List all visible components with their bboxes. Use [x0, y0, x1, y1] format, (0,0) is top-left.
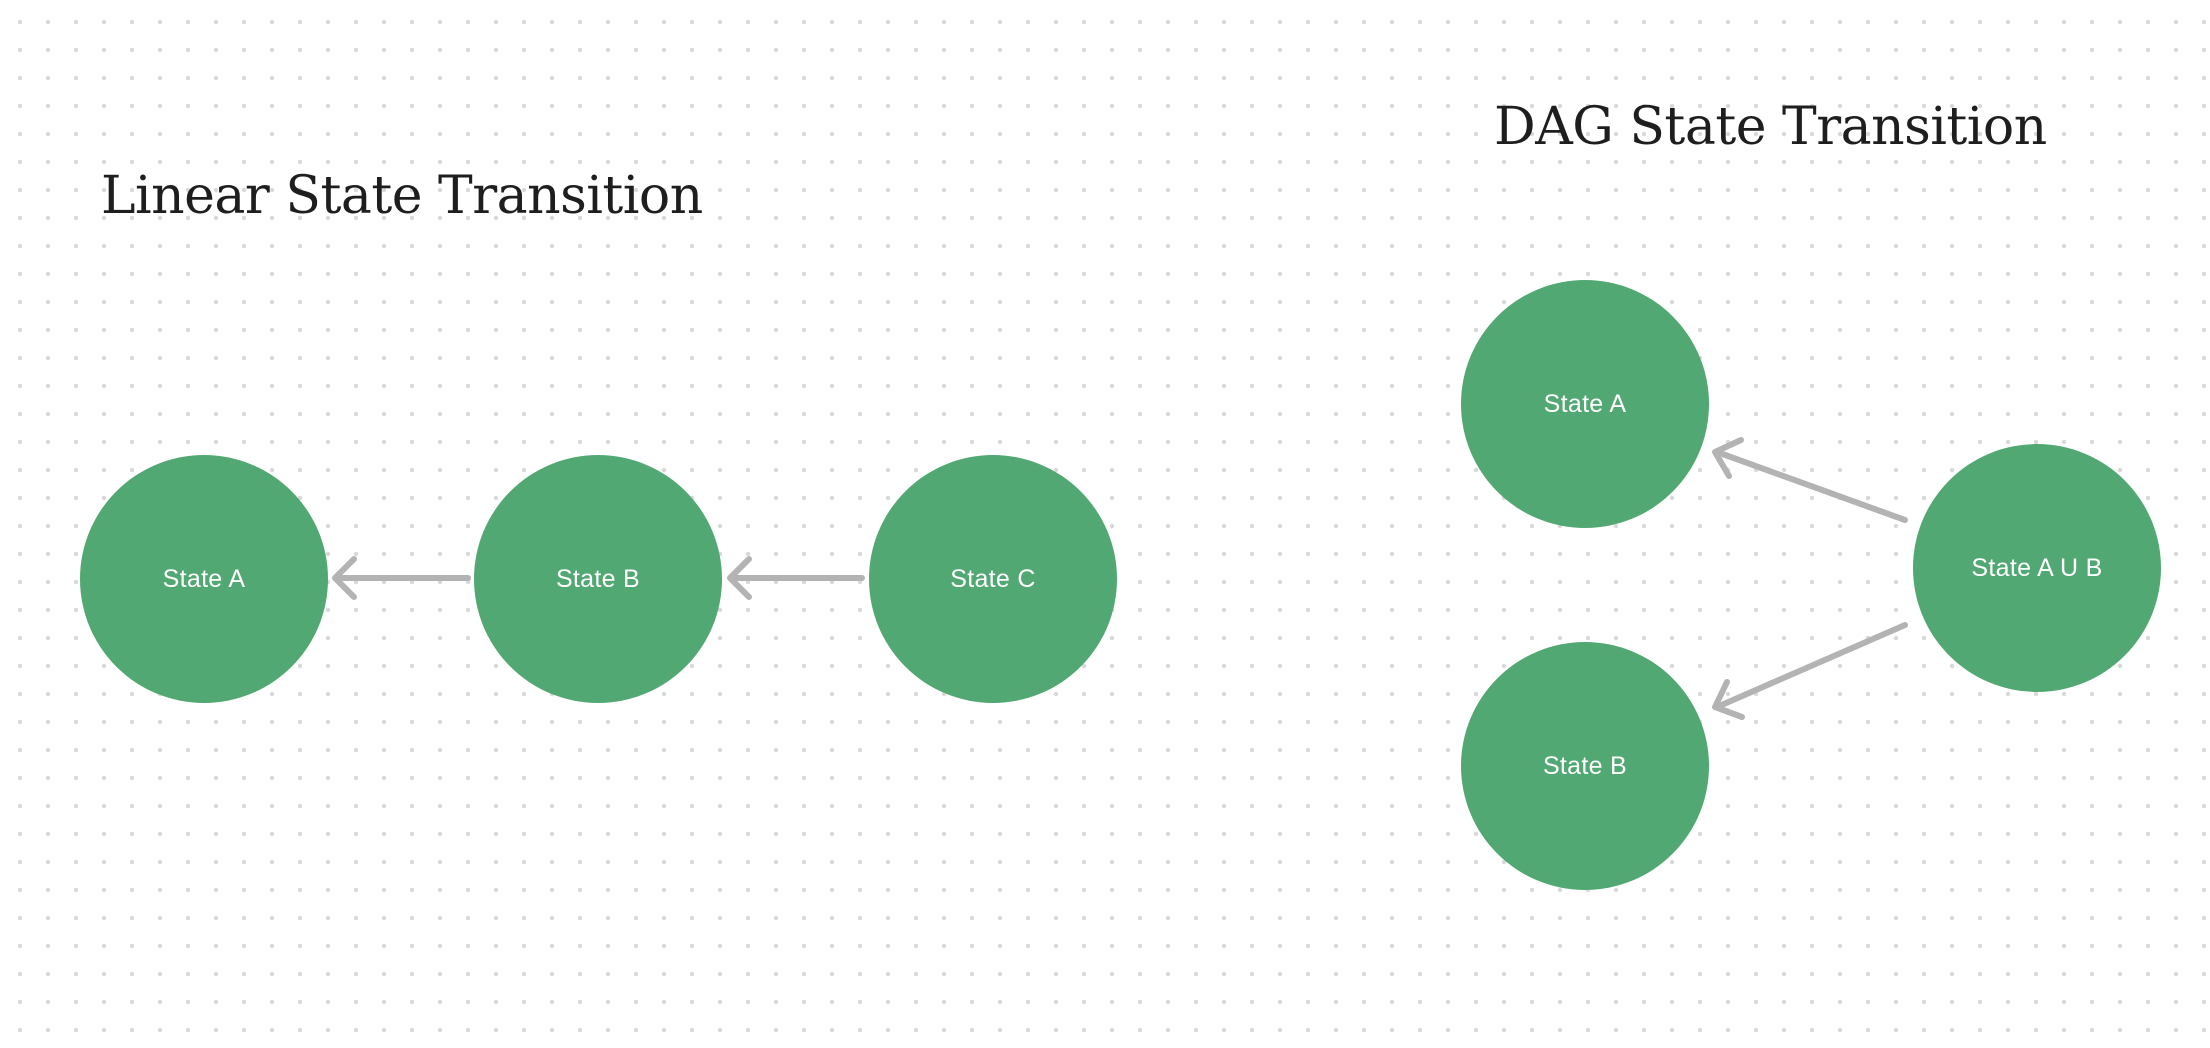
- dag-state-a-node: State A: [1461, 280, 1709, 528]
- edge-linear-c-to-b: [727, 556, 865, 600]
- node-label: State A: [1543, 389, 1627, 418]
- node-label: State C: [950, 564, 1036, 593]
- dag-diagram-title: DAG State Transition: [1494, 97, 2047, 157]
- node-label: State B: [555, 564, 641, 593]
- linear-state-c-node: State C: [869, 455, 1117, 703]
- node-label: State B: [1542, 751, 1628, 780]
- linear-diagram-title: Linear State Transition: [101, 166, 703, 226]
- dag-state-b-node: State B: [1461, 642, 1709, 890]
- linear-state-b-node: State B: [474, 455, 722, 703]
- edge-linear-b-to-a: [332, 556, 471, 600]
- linear-state-a-node: State A: [80, 455, 328, 703]
- node-label: State A U B: [1971, 553, 2103, 582]
- edge-dag-union-to-b: [1712, 622, 1908, 720]
- edge-dag-union-to-a: [1712, 437, 1908, 523]
- dag-state-union-node: State A U B: [1913, 444, 2161, 692]
- node-label: State A: [162, 564, 246, 593]
